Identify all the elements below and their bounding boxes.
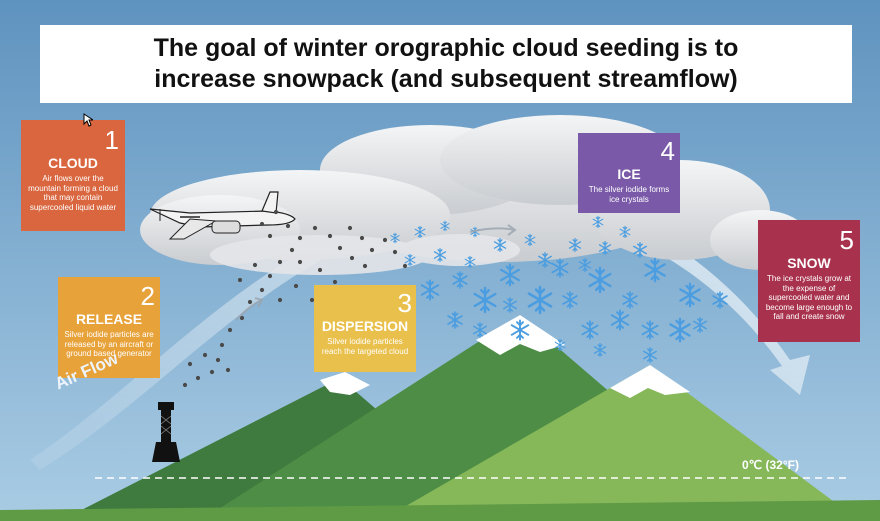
freezing-level-label: 0℃ (32°F) xyxy=(742,458,799,472)
title-banner: The goal of winter orographic cloud seed… xyxy=(40,25,852,103)
particle-dot xyxy=(332,279,338,285)
particle-dot xyxy=(273,209,279,215)
particle-dot xyxy=(267,233,273,239)
ground-generator-icon xyxy=(152,402,180,462)
particle-dot xyxy=(267,273,273,279)
step-heading: SNOW xyxy=(787,255,831,271)
particle-dot xyxy=(309,297,315,303)
particle-dot xyxy=(227,327,233,333)
step-description: The ice crystals grow at the expense of … xyxy=(765,274,853,321)
particle-dot xyxy=(187,361,193,367)
particle-dot xyxy=(297,259,303,265)
step-description: Air flows over the mountain forming a cl… xyxy=(28,174,118,212)
airplane-icon xyxy=(149,191,296,240)
particle-dot xyxy=(182,382,188,388)
particle-dot xyxy=(317,267,323,273)
particle-dot xyxy=(219,342,225,348)
particle-dot xyxy=(312,225,318,231)
particle-dot xyxy=(327,233,333,239)
cursor-icon xyxy=(83,113,93,127)
particle-dot xyxy=(362,263,368,269)
step-number: 2 xyxy=(140,281,155,311)
step-description: Silver iodide particles are released by … xyxy=(64,330,154,358)
particle-dot xyxy=(347,225,353,231)
step-number: 4 xyxy=(660,136,675,166)
step-number: 5 xyxy=(839,225,854,255)
title-line-1: The goal of winter orographic cloud seed… xyxy=(153,34,739,62)
particle-dot xyxy=(359,235,365,241)
particle-dot xyxy=(195,375,201,381)
step-snow-card: 5 SNOW The ice crystals grow at the expe… xyxy=(758,220,860,342)
particle-dot xyxy=(259,221,265,227)
step-description: The silver iodide forms ice crystals xyxy=(588,185,670,204)
particle-dot xyxy=(289,247,295,253)
mountain-range xyxy=(0,315,880,521)
particle-dot xyxy=(252,262,258,268)
step-heading: RELEASE xyxy=(75,311,143,327)
particle-dot xyxy=(277,259,283,265)
particle-dot xyxy=(382,237,388,243)
particle-dot xyxy=(247,299,253,305)
particle-dot xyxy=(337,245,343,251)
particle-dot xyxy=(202,352,208,358)
particle-dot xyxy=(402,263,408,269)
particle-dot xyxy=(239,315,245,321)
particle-dot xyxy=(297,235,303,241)
step-ice-card: 4 ICE The silver iodide forms ice crysta… xyxy=(578,133,680,213)
particle-dot xyxy=(285,223,291,229)
particle-dot xyxy=(369,247,375,253)
particle-dot xyxy=(277,297,283,303)
particle-dot xyxy=(209,369,215,375)
flow-arrows xyxy=(235,224,517,321)
step-description: Silver iodide particles reach the target… xyxy=(321,337,409,356)
particle-dot xyxy=(259,287,265,293)
step-cloud-card: 1 CLOUD Air flows over the mountain form… xyxy=(21,120,125,231)
step-heading: ICE xyxy=(617,166,641,182)
particle-dot xyxy=(293,283,299,289)
step-number: 3 xyxy=(397,288,412,318)
step-heading: DISPERSION xyxy=(321,318,409,334)
step-release-card: 2 RELEASE Silver iodide particles are re… xyxy=(58,277,160,378)
step-dispersion-card: 3 DISPERSION Silver iodide particles rea… xyxy=(314,285,416,372)
step-heading: CLOUD xyxy=(48,155,98,171)
title-line-2: increase snowpack (and subsequent stream… xyxy=(154,65,738,93)
particle-dot xyxy=(215,357,221,363)
step-number: 1 xyxy=(104,125,119,155)
particle-dot xyxy=(392,249,398,255)
silver-iodide-particles xyxy=(182,209,408,388)
particle-dot xyxy=(349,255,355,261)
particle-dot xyxy=(225,367,231,373)
particle-dot xyxy=(237,277,243,283)
